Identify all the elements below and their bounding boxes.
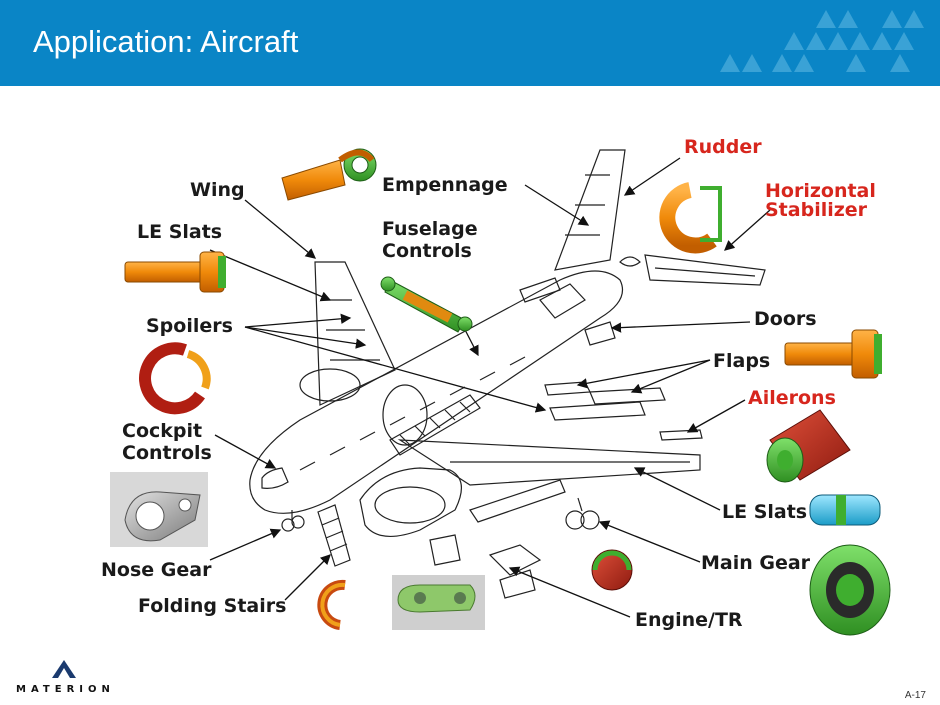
label-ailerons: Ailerons xyxy=(748,387,836,409)
header-bar: Application: Aircraft xyxy=(0,0,940,86)
label-horizontal-stabilizer-2: Stabilizer xyxy=(765,199,868,221)
wing-bracket-part xyxy=(281,148,377,201)
label-horizontal-stabilizer-1: Horizontal xyxy=(765,180,876,202)
leader-lines xyxy=(209,157,771,618)
label-cockpit-controls-2: Controls xyxy=(122,442,212,464)
label-wing: Wing xyxy=(190,179,245,201)
label-le-slats-right: LE Slats xyxy=(722,501,808,523)
aircraft-exploded-diagram xyxy=(110,148,891,636)
page-number: A-17 xyxy=(904,690,926,701)
label-nose-gear: Nose Gear xyxy=(101,559,212,581)
ailerons-part xyxy=(766,409,851,483)
label-spoilers: Spoilers xyxy=(146,315,233,337)
label-fuselage-controls-2: Controls xyxy=(382,240,472,262)
le-slats-cyan-part xyxy=(809,494,881,526)
rudder-part xyxy=(659,182,722,254)
label-main-gear: Main Gear xyxy=(701,552,811,574)
label-le-slats: LE Slats xyxy=(137,221,223,243)
label-empennage: Empennage xyxy=(382,174,508,196)
label-cockpit-controls-1: Cockpit xyxy=(122,420,203,442)
materion-logo-text: MATERION xyxy=(16,684,115,695)
label-flaps: Flaps xyxy=(713,350,771,372)
green-bracket-part xyxy=(392,575,485,630)
label-doors: Doors xyxy=(754,308,817,330)
label-engine-tr: Engine/TR xyxy=(635,609,743,631)
main-gear-part xyxy=(591,549,633,591)
label-fuselage-controls-1: Fuselage xyxy=(382,218,478,240)
slide-title: Application: Aircraft xyxy=(33,24,299,59)
label-rudder: Rudder xyxy=(684,136,762,158)
spoilers-part xyxy=(139,342,211,415)
label-folding-stairs: Folding Stairs xyxy=(138,595,287,617)
fuselage-controls-part xyxy=(380,276,473,333)
aircraft-outline xyxy=(249,149,766,599)
cockpit-controls-part xyxy=(110,472,208,547)
triangle-pattern-icon xyxy=(720,10,924,72)
materion-logo-icon xyxy=(52,660,76,678)
folding-stairs-part xyxy=(317,579,346,630)
doors-part xyxy=(784,329,882,379)
engine-tr-part xyxy=(809,544,891,636)
le-slats-part xyxy=(124,251,226,293)
